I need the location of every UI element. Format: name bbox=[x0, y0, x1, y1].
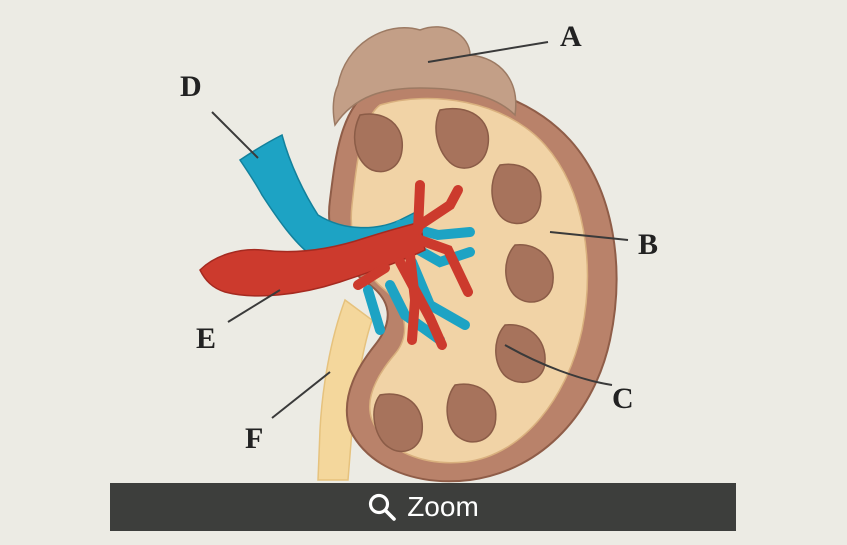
renal-artery bbox=[199, 221, 426, 297]
leader-line-f bbox=[271, 371, 331, 419]
renal-pyramids bbox=[353, 107, 554, 453]
artery-branches bbox=[353, 180, 473, 350]
leader-line-e bbox=[227, 289, 281, 323]
zoom-button-label: Zoom bbox=[407, 491, 479, 522]
adrenal-gland bbox=[332, 26, 517, 127]
label-e: E bbox=[196, 322, 216, 355]
ureter bbox=[317, 298, 373, 481]
leader-line-b bbox=[549, 231, 629, 241]
leader-line-d bbox=[211, 111, 259, 159]
zoom-button[interactable]: Zoom bbox=[110, 483, 736, 531]
label-d: D bbox=[180, 70, 202, 103]
label-b: B bbox=[638, 228, 658, 261]
label-c: C bbox=[612, 382, 634, 415]
label-f: F bbox=[245, 422, 263, 455]
leader-line-a bbox=[427, 41, 549, 63]
magnifier-icon bbox=[369, 493, 397, 521]
label-a: A bbox=[560, 20, 582, 53]
leader-line-c bbox=[504, 344, 613, 386]
